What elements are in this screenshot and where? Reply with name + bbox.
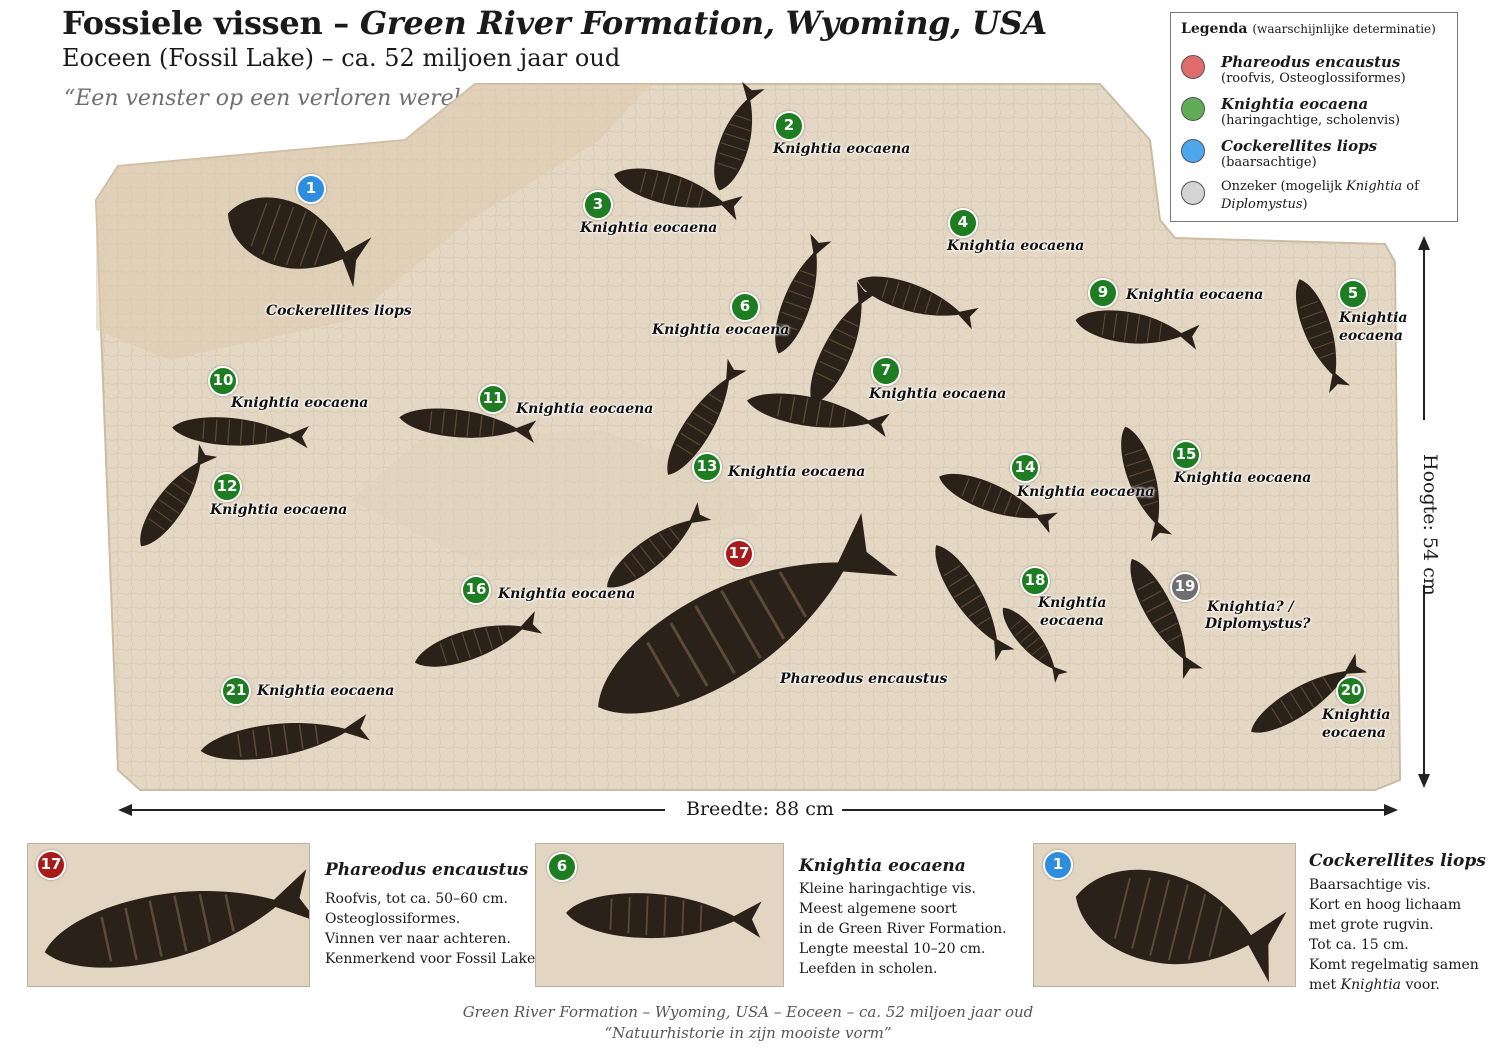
legend-swatch-green bbox=[1181, 97, 1205, 121]
badge-15: 15 bbox=[1171, 440, 1201, 470]
label-19b: Diplomystus? bbox=[1205, 616, 1311, 632]
badge-2: 2 bbox=[774, 111, 804, 141]
badge-7: 7 bbox=[871, 356, 901, 386]
badge-20: 20 bbox=[1336, 676, 1366, 706]
page-subtitle: Eoceen (Fossil Lake) – ca. 52 miljoen ja… bbox=[62, 44, 621, 72]
label-12: Knightia eocaena bbox=[210, 502, 348, 518]
badge-18: 18 bbox=[1020, 566, 1050, 596]
badge-17: 17 bbox=[724, 539, 754, 569]
badge-12: 12 bbox=[212, 472, 242, 502]
label-15: Knightia eocaena bbox=[1174, 470, 1312, 486]
label-19a: Knightia? / bbox=[1207, 599, 1294, 615]
card-image-phareodus: 17 bbox=[27, 843, 310, 987]
badge-21: 21 bbox=[221, 676, 251, 706]
label-20a: Knightia bbox=[1322, 707, 1391, 723]
slab-outline bbox=[94, 83, 1402, 791]
badge-1: 1 bbox=[296, 174, 326, 204]
label-2: Knightia eocaena bbox=[773, 141, 911, 157]
label-4: Knightia eocaena bbox=[947, 238, 1085, 254]
legend: Legenda (waarschijnlijke determinatie) P… bbox=[1170, 12, 1458, 222]
page-title: Fossiele vissen – Green River Formation,… bbox=[62, 4, 1047, 42]
legend-swatch-red bbox=[1181, 55, 1205, 79]
label-18b: eocaena bbox=[1040, 613, 1104, 629]
label-1: Cockerellites liops bbox=[266, 303, 412, 319]
badge-6: 6 bbox=[730, 292, 760, 322]
footer-line-1: Green River Formation – Wyoming, USA – E… bbox=[462, 1003, 1034, 1021]
card-badge-1: 1 bbox=[1043, 850, 1073, 880]
badge-5: 5 bbox=[1338, 279, 1368, 309]
label-10: Knightia eocaena bbox=[231, 395, 369, 411]
badge-13: 13 bbox=[692, 452, 722, 482]
badge-14: 14 bbox=[1010, 453, 1040, 483]
label-7: Knightia eocaena bbox=[869, 386, 1007, 402]
badge-3: 3 bbox=[583, 190, 613, 220]
label-17: Phareodus encaustus bbox=[780, 671, 948, 687]
badge-16: 16 bbox=[461, 575, 491, 605]
label-14: Knightia eocaena bbox=[1017, 484, 1155, 500]
label-5a: Knightia bbox=[1339, 310, 1408, 326]
card-image-knightia: 6 bbox=[535, 843, 784, 987]
height-arrow bbox=[1418, 236, 1430, 788]
card-title-knightia: Knightia eocaena bbox=[799, 856, 966, 876]
label-3: Knightia eocaena bbox=[580, 220, 718, 236]
card-text-knightia: Kleine haringachtige vis.Meest algemene … bbox=[799, 881, 1007, 977]
badge-9: 9 bbox=[1088, 278, 1118, 308]
label-21: Knightia eocaena bbox=[257, 683, 395, 699]
label-11: Knightia eocaena bbox=[516, 401, 654, 417]
badge-11: 11 bbox=[478, 384, 508, 414]
badge-10: 10 bbox=[208, 366, 238, 396]
label-9: Knightia eocaena bbox=[1126, 287, 1264, 303]
height-label: Hoogte: 54 cm bbox=[1419, 454, 1441, 596]
badge-4: 4 bbox=[948, 208, 978, 238]
label-20b: eocaena bbox=[1322, 725, 1386, 741]
motto: “Een venster op een verloren wereld” bbox=[64, 86, 486, 111]
card-text-phareodus: Roofvis, tot ca. 50–60 cm.Osteoglossifor… bbox=[325, 891, 540, 967]
label-13: Knightia eocaena bbox=[728, 464, 866, 480]
badge-19: 19 bbox=[1170, 572, 1200, 602]
label-6: Knightia eocaena bbox=[652, 322, 790, 338]
card-badge-6: 6 bbox=[547, 852, 577, 882]
card-badge-17: 17 bbox=[36, 850, 66, 880]
legend-swatch-grey bbox=[1181, 181, 1205, 205]
width-arrow bbox=[118, 804, 1398, 816]
footer-line-2: “Natuurhistorie in zijn mooiste vorm” bbox=[604, 1024, 892, 1042]
card-image-cockerellites: 1 bbox=[1033, 843, 1296, 987]
label-18a: Knightia bbox=[1038, 595, 1107, 611]
card-title-cockerellites: Cockerellites liops bbox=[1309, 851, 1486, 871]
legend-swatch-blue bbox=[1181, 139, 1205, 163]
legend-title: Legenda (waarschijnlijke determinatie) bbox=[1181, 21, 1436, 37]
label-16: Knightia eocaena bbox=[498, 586, 636, 602]
label-5b: eocaena bbox=[1339, 328, 1403, 344]
width-label: Breedte: 88 cm bbox=[678, 798, 842, 820]
card-title-phareodus: Phareodus encaustus bbox=[325, 860, 529, 880]
